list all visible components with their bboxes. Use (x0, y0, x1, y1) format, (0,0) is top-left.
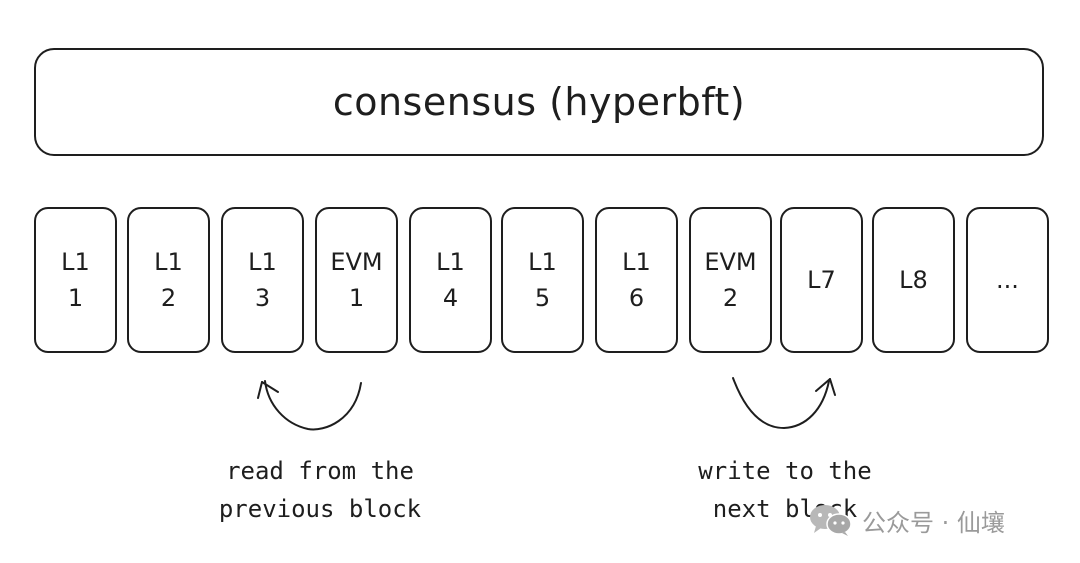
watermark-text: 公众号 · 仙壤 (862, 508, 1005, 537)
block-line1: EVM (330, 248, 383, 276)
block-line2: 2 (160, 284, 177, 312)
block-line2: 3 (254, 284, 271, 312)
block-l1-1: L1 1 (34, 207, 117, 353)
block-line2: 6 (628, 284, 645, 312)
block-line1: ... (996, 266, 1019, 294)
block-line1: L1 (248, 248, 277, 276)
block-line1: L1 (436, 248, 465, 276)
block-ellipsis: ... (966, 207, 1049, 353)
block-l1-3: L1 3 (221, 207, 304, 353)
write-arrow (732, 377, 836, 429)
block-l1-6: L1 6 (595, 207, 678, 353)
block-line2: 5 (534, 284, 551, 312)
block-l8: L8 (872, 207, 955, 353)
block-line1: L1 (61, 248, 90, 276)
read-arrow (257, 380, 362, 431)
watermark: 公众号 · 仙壤 (808, 500, 1005, 540)
block-l1-4: L1 4 (409, 207, 492, 353)
block-evm-2: EVM 2 (689, 207, 772, 353)
block-l1-5: L1 5 (501, 207, 584, 353)
block-line1: L1 (528, 248, 557, 276)
block-l1-2: L1 2 (127, 207, 210, 353)
block-l7: L7 (780, 207, 863, 353)
block-line1: L1 (154, 248, 183, 276)
wechat-icon (808, 503, 854, 537)
block-evm-1: EVM 1 (315, 207, 398, 353)
block-line1: L1 (622, 248, 651, 276)
write-annotation: write to the next block (698, 457, 872, 523)
consensus-layer: consensus (hyperbft) (34, 48, 1044, 156)
consensus-label: consensus (hyperbft) (332, 80, 746, 124)
read-annotation: read from the previous block (218, 457, 422, 523)
block-line2: 4 (442, 284, 459, 312)
block-line2: 1 (348, 284, 365, 312)
block-sequence: L1 1 L1 2 L1 3 EVM 1 L1 4 L1 5 L1 6 EVM … (34, 207, 1050, 355)
block-line2: 2 (722, 284, 739, 312)
block-line1: L7 (807, 266, 836, 294)
block-line2: 1 (67, 284, 84, 312)
block-line1: EVM (704, 248, 757, 276)
block-line1: L8 (899, 266, 928, 294)
